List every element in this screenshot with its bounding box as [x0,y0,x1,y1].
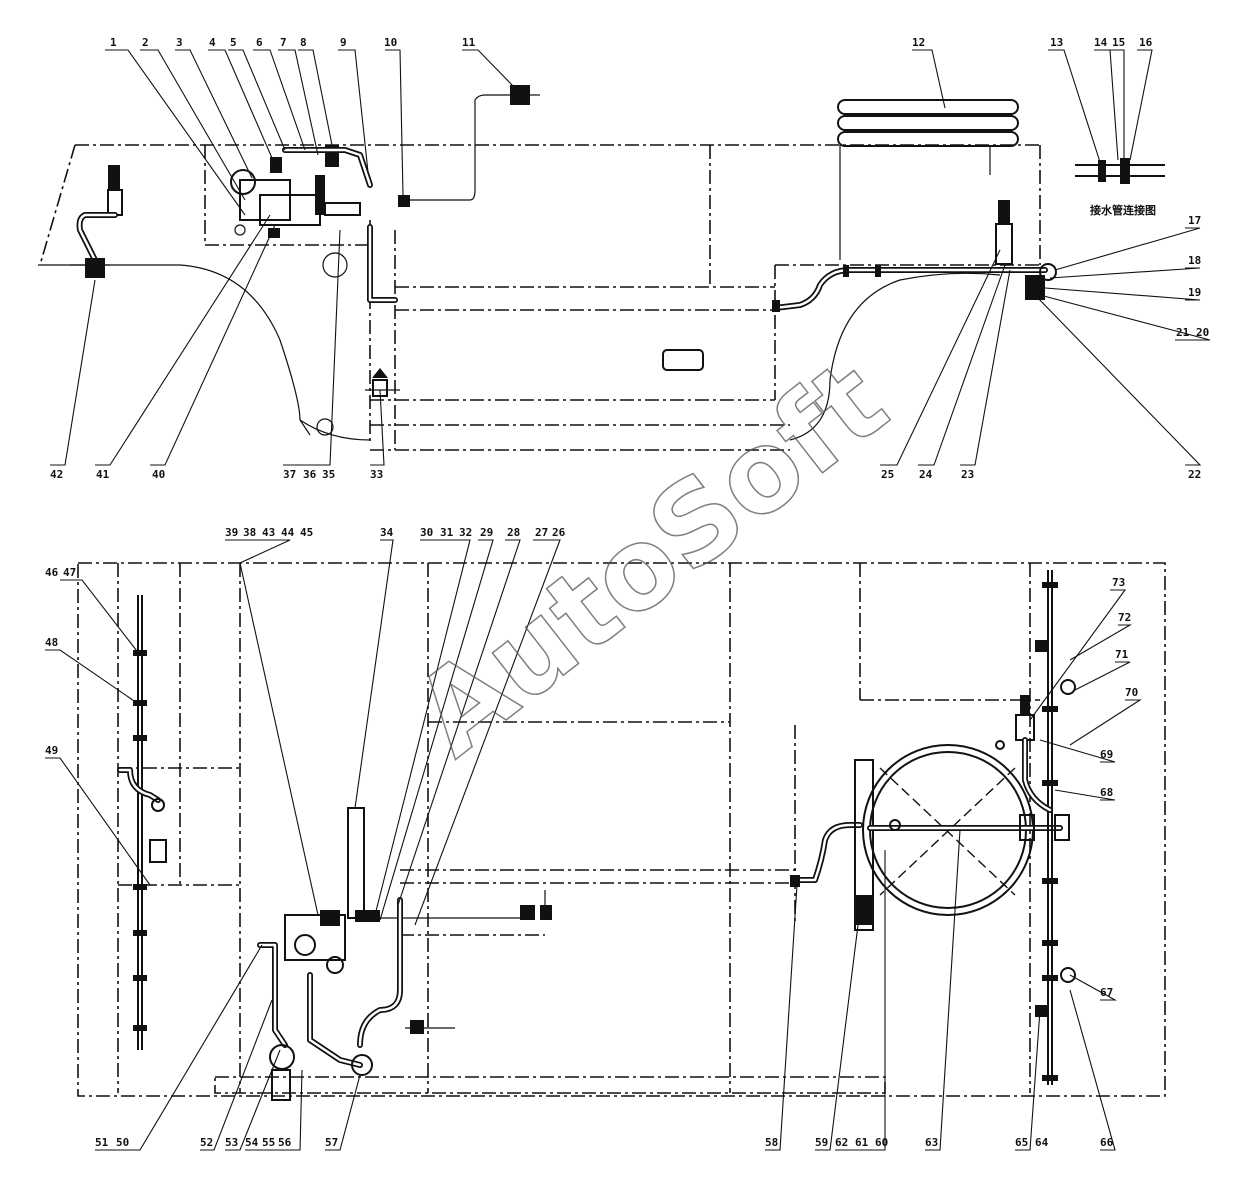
left-valve-assembly [70,165,123,278]
callout-20: 20 [1196,326,1209,339]
callout-56: 56 [278,1136,292,1149]
callout-6: 6 [256,36,263,49]
callout-33: 33 [370,468,383,481]
callout-32: 32 [459,526,472,539]
callout-23: 23 [961,468,974,481]
callout-42: 42 [50,468,63,481]
callout-72: 72 [1118,611,1131,624]
right-pipe-run [367,200,1057,312]
callout-30: 30 [420,526,433,539]
callout-12: 12 [912,36,925,49]
callout-44: 44 [281,526,295,539]
callout-53: 53 [225,1136,238,1149]
callout-34: 34 [380,526,394,539]
tank-feed-pipe [790,759,874,931]
callout-58: 58 [765,1136,778,1149]
callout-46: 46 [45,566,59,579]
callout-40: 40 [152,468,165,481]
callout-18: 18 [1188,254,1201,267]
callout-57: 57 [325,1136,338,1149]
callout-29: 29 [480,526,493,539]
callout-10: 10 [384,36,397,49]
callout-49: 49 [45,744,58,757]
callout-21: 21 [1176,326,1190,339]
callout-36: 36 [303,468,317,481]
right-rail [1015,570,1076,1085]
callout-27: 27 [535,526,548,539]
callout-73: 73 [1112,576,1125,589]
leader-lines-bottom [45,539,1142,1151]
callout-55: 55 [262,1136,275,1149]
plan-view [77,562,1166,1101]
callout-62: 62 [835,1136,848,1149]
radiator-coil [837,99,1019,175]
callout-31: 31 [440,526,454,539]
callout-47: 47 [63,566,76,579]
callout-52: 52 [200,1136,213,1149]
callout-24: 24 [919,468,933,481]
side-elevation-view: 接水管连接图 [38,85,1165,451]
callouts-top: 1 2 3 4 5 6 7 8 9 10 11 12 13 14 15 16 1… [50,36,1209,481]
callout-35: 35 [322,468,335,481]
callout-25: 25 [881,468,894,481]
callout-16: 16 [1139,36,1153,49]
callout-66: 66 [1100,1136,1114,1149]
detail-note: 接水管连接图 [1090,203,1156,217]
callout-8: 8 [300,36,307,49]
callout-68: 68 [1100,786,1113,799]
callout-60: 60 [875,1136,888,1149]
leader-lines [50,49,1211,466]
callout-70: 70 [1125,686,1138,699]
callout-71: 71 [1115,648,1129,661]
callout-9: 9 [340,36,347,49]
callout-28: 28 [507,526,520,539]
callout-7: 7 [280,36,287,49]
callout-50: 50 [116,1136,129,1149]
callout-63: 63 [925,1136,938,1149]
callout-37: 37 [283,468,296,481]
callout-59: 59 [815,1136,828,1149]
callout-13: 13 [1050,36,1063,49]
callout-69: 69 [1100,748,1113,761]
callout-65: 65 [1015,1136,1028,1149]
callout-22: 22 [1188,468,1201,481]
callout-15: 15 [1112,36,1125,49]
callout-61: 61 [855,1136,869,1149]
tank-top-view [862,740,1063,916]
callout-39: 39 [225,526,238,539]
callout-4: 4 [209,36,216,49]
callout-14: 14 [1094,36,1108,49]
callout-67: 67 [1100,986,1113,999]
pump-cluster-plan [257,807,552,1101]
callout-48: 48 [45,636,58,649]
callout-5: 5 [230,36,237,49]
pump-cluster-top [230,85,540,278]
callout-26: 26 [552,526,566,539]
callout-41: 41 [96,468,110,481]
callout-11: 11 [462,36,476,49]
callout-2: 2 [142,36,149,49]
watermark: AutoSoft [392,336,911,781]
callout-19: 19 [1188,286,1201,299]
callout-51: 51 [95,1136,109,1149]
callout-54: 54 [245,1136,259,1149]
hose-connection-detail: 接水管连接图 [1075,158,1165,217]
callout-1: 1 [110,36,117,49]
callout-64: 64 [1035,1136,1049,1149]
callout-3: 3 [176,36,183,49]
callout-45: 45 [300,526,313,539]
callout-17: 17 [1188,214,1201,227]
callout-38: 38 [243,526,256,539]
left-rail [117,595,167,1050]
callout-43: 43 [262,526,275,539]
callouts-bottom: 26 27 28 29 30 31 32 34 38 39 43 44 45 4… [45,526,1138,1149]
